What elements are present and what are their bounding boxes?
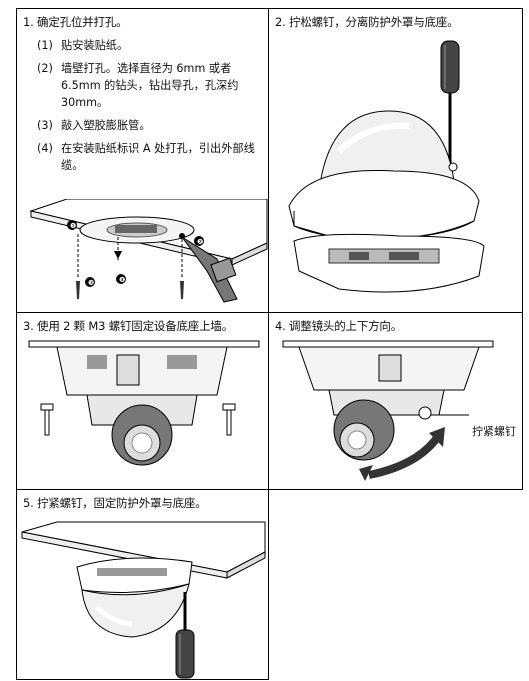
marker-1-icon: [67, 220, 77, 230]
panel-step-5: 5. 拧紧螺钉，固定防护外罩与底座。: [16, 489, 269, 680]
marker-2-icon: [194, 236, 204, 246]
substep-2-number: (2): [37, 62, 53, 75]
panel-step-3: 3. 使用 2 颗 M3 螺钉固定设备底座上墙。: [16, 312, 269, 490]
step-1-substeps: (1) 贴安装贴纸。 (2) 墙壁打孔。选择直径为 6mm 或者 6.5mm 的…: [23, 37, 265, 180]
dome-tighten-illustration: [21, 521, 266, 679]
substep-1: (1) 贴安装贴纸。: [23, 37, 265, 54]
panel-2-title: 2. 拧松螺钉，分离防护外罩与底座。: [275, 15, 459, 29]
marker-3-label: ❸: [88, 279, 94, 287]
substep-2: (2) 墙壁打孔。选择直径为 6mm 或者 6.5mm 的钻头，钻出导孔，孔深约…: [23, 60, 265, 111]
panel-step-2: 2. 拧松螺钉，分离防护外罩与底座。: [268, 8, 523, 313]
instruction-grid: 1. 确定孔位并打孔。 (1) 贴安装贴纸。 (2) 墙壁打孔。选择直径为 6m…: [16, 8, 523, 680]
marker-2-label: ❷: [197, 238, 203, 246]
panel-3-title: 3. 使用 2 颗 M3 螺钉固定设备底座上墙。: [23, 319, 234, 333]
tighten-screw-callout: 拧紧螺钉: [472, 425, 516, 438]
substep-3: (3) 敲入塑胶膨胀管。: [23, 117, 265, 134]
empty-panel: [268, 489, 523, 680]
lens-adjust-illustration: [282, 340, 494, 481]
marker-4-icon: [116, 274, 126, 284]
substep-4-text: 在安装贴纸标识 A 处打孔，引出外部线缆。: [61, 142, 255, 172]
substep-2-text: 墙壁打孔。选择直径为 6mm 或者 6.5mm 的钻头，钻出导孔，孔深约 30m…: [61, 62, 239, 109]
panel-5-title: 5. 拧紧螺钉，固定防护外罩与底座。: [23, 496, 207, 510]
marker-4-label: ❹: [119, 276, 125, 284]
base-mount-illustration: [28, 340, 260, 466]
substep-3-text: 敲入塑胶膨胀管。: [61, 119, 151, 132]
ceiling-drilling-illustration: ❶ ❷ ❸ ❹: [29, 199, 268, 303]
panel-step-1: 1. 确定孔位并打孔。 (1) 贴安装贴纸。 (2) 墙壁打孔。选择直径为 6m…: [16, 8, 269, 313]
substep-4-number: (4): [37, 142, 53, 155]
panel-1-title: 1. 确定孔位并打孔。: [23, 15, 128, 29]
substep-1-number: (1): [37, 39, 53, 52]
substep-3-number: (3): [37, 119, 53, 132]
dome-loosen-illustration: [288, 40, 485, 293]
marker-1-label: ❶: [70, 222, 76, 230]
panel-step-4: 4. 调整镜头的上下方向。 拧紧螺钉: [268, 312, 523, 490]
marker-3-icon: [85, 277, 95, 287]
substep-4: (4) 在安装贴纸标识 A 处打孔，引出外部线缆。: [23, 140, 265, 174]
substep-1-text: 贴安装贴纸。: [61, 39, 129, 52]
panel-4-title: 4. 调整镜头的上下方向。: [275, 319, 403, 333]
